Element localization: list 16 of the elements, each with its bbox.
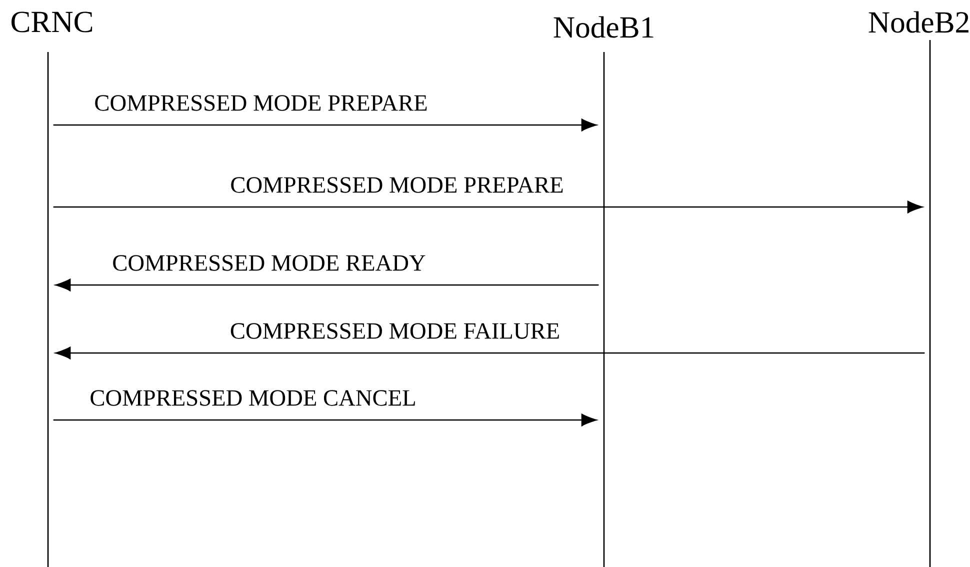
message-arrow	[55, 346, 925, 360]
message-label: COMPRESSED MODE CANCEL	[90, 390, 415, 406]
lifeline	[603, 52, 605, 567]
message-arrow	[53, 118, 597, 132]
message-arrow	[53, 200, 923, 214]
lifeline	[47, 52, 49, 567]
message-label: COMPRESSED MODE PREPARE	[231, 177, 563, 193]
participant-label: NodeB2	[868, 11, 968, 33]
participant-label: CRNC	[12, 12, 92, 32]
lifeline	[929, 40, 931, 567]
message-label: COMPRESSED MODE FAILURE	[230, 323, 559, 339]
message-label: COMPRESSED MODE PREPARE	[95, 95, 427, 111]
participant-label: NodeB1	[554, 16, 654, 38]
message-arrow	[55, 278, 599, 292]
message-arrow	[53, 414, 597, 426]
message-label: COMPRESSED MODE READY	[113, 255, 426, 271]
